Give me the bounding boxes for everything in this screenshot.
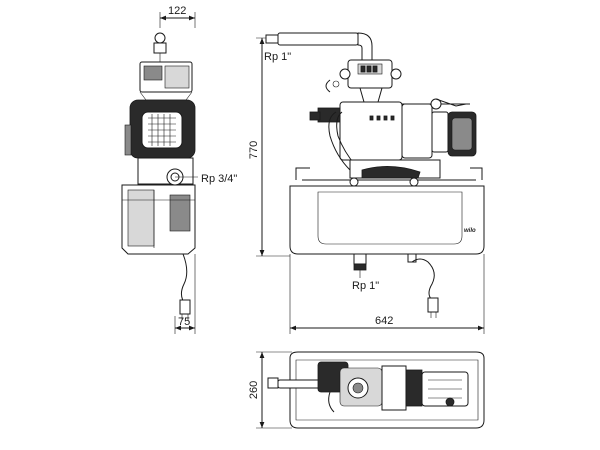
side-cable xyxy=(179,253,191,320)
front-control-unit xyxy=(325,59,402,103)
dim-overall-height-label: 770 xyxy=(248,141,260,159)
motor-fan-grille xyxy=(148,114,176,146)
side-tank xyxy=(121,184,196,255)
dim-side-bottom: 75 xyxy=(174,254,196,334)
front-view: 770 Rp 1" xyxy=(248,32,485,334)
front-power-cable xyxy=(411,258,439,318)
dim-overall-width: 642 xyxy=(289,254,485,334)
dim-side-width: 122 xyxy=(159,5,196,28)
dim-depth: 260 xyxy=(248,351,292,429)
front-bottom-fittings: Rp 1" xyxy=(352,253,417,292)
side-motor xyxy=(124,99,196,159)
label-bottom-connection: Rp 1" xyxy=(352,280,379,292)
lifting-eye xyxy=(153,32,167,62)
side-control-box xyxy=(139,61,193,101)
brand-logo: wilo xyxy=(464,228,476,234)
dim-side-bottom-label: 75 xyxy=(178,316,190,328)
side-view: 122 xyxy=(121,5,237,334)
motor-cooling-fins xyxy=(369,115,395,121)
dim-overall-width-label: 642 xyxy=(375,315,393,327)
front-inlet-pipe: Rp 1" xyxy=(264,32,373,63)
label-top-connection: Rp 1" xyxy=(264,51,291,63)
side-pump: Rp 3/4" xyxy=(137,157,237,186)
front-motor xyxy=(309,98,477,161)
top-pump-unit xyxy=(317,361,469,413)
dim-side-width-label: 122 xyxy=(168,5,186,17)
front-frame xyxy=(295,159,483,187)
dim-overall-height: 770 xyxy=(248,37,290,257)
front-hose xyxy=(328,111,357,171)
dim-depth-label: 260 xyxy=(248,381,260,399)
top-view: 260 xyxy=(248,351,485,429)
front-tank: wilo xyxy=(289,185,485,255)
label-side-connection: Rp 3/4" xyxy=(201,173,237,185)
